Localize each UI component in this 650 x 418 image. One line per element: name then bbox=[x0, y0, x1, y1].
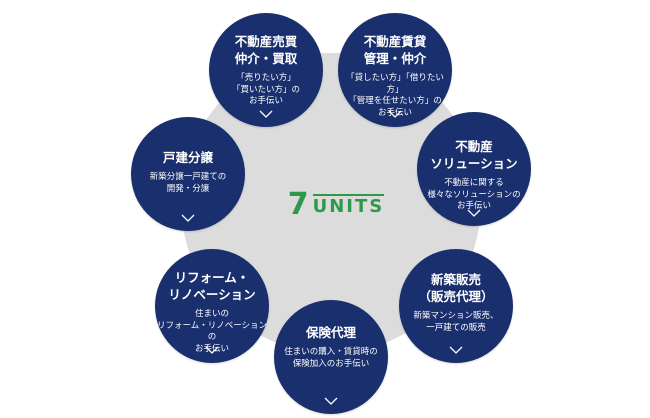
unit-desc: 新築分譲一戸建ての 開発・分譲 bbox=[149, 172, 227, 194]
unit-real-estate-solution[interactable]: 不動産 ソリューション 不動産に関する 様々なソリューションの お手伝い bbox=[417, 112, 531, 226]
unit-detached-house-sales[interactable]: 戸建分譲 新築分譲一戸建ての 開発・分譲 bbox=[131, 117, 245, 231]
unit-desc: 新築マンション販売、 一戸建ての販売 bbox=[413, 311, 499, 333]
unit-desc: 住まいの リフォーム・リノベーションの お手伝い bbox=[156, 309, 268, 354]
unit-desc: 住まいの購入・賃貸時の 保険加入のお手伝い bbox=[284, 347, 378, 369]
unit-title: 不動産賃貸 管理・仲介 bbox=[363, 34, 427, 66]
chevron-down-icon bbox=[324, 397, 338, 405]
chevron-down-icon bbox=[449, 346, 463, 354]
unit-title: 保険代理 bbox=[305, 325, 356, 340]
unit-desc: 「売りたい方」 「買いたい方」の お手伝い bbox=[231, 73, 300, 106]
unit-sales-brokerage[interactable]: 不動産売買 仲介・買取 「売りたい方」 「買いたい方」の お手伝い bbox=[209, 13, 323, 127]
unit-new-sales-agency[interactable]: 新築販売 （販売代理） 新築マンション販売、 一戸建ての販売 bbox=[399, 249, 513, 363]
unit-reform-renovation[interactable]: リフォーム・ リノベーション 住まいの リフォーム・リノベーションの お手伝い bbox=[155, 249, 269, 363]
unit-title: 不動産 ソリューション bbox=[430, 139, 518, 171]
unit-desc: 「貸したい方」「借りたい方」 「管理を任せたい方」の お手伝い bbox=[346, 73, 444, 118]
chevron-down-icon bbox=[181, 214, 195, 222]
unit-rental-management[interactable]: 不動産賃貸 管理・仲介 「貸したい方」「借りたい方」 「管理を任せたい方」の お… bbox=[338, 13, 452, 127]
unit-title: 不動産売買 仲介・買取 bbox=[234, 34, 298, 66]
chevron-down-icon bbox=[259, 110, 273, 118]
chevron-down-icon bbox=[205, 346, 219, 354]
center-word: UNITS bbox=[312, 194, 385, 217]
unit-desc: 不動産に関する 様々なソリューションの お手伝い bbox=[427, 178, 521, 211]
unit-insurance-agency[interactable]: 保険代理 住まいの購入・賃貸時の 保険加入のお手伝い bbox=[274, 300, 388, 414]
center-logo: 7 UNITS bbox=[281, 188, 391, 222]
unit-title: 戸建分譲 bbox=[162, 150, 213, 165]
unit-title: リフォーム・ リノベーション bbox=[168, 270, 256, 302]
center-number: 7 bbox=[287, 187, 309, 222]
chevron-down-icon bbox=[467, 209, 481, 217]
chevron-down-icon bbox=[388, 110, 402, 118]
unit-title: 新築販売 （販売代理） bbox=[418, 272, 494, 304]
